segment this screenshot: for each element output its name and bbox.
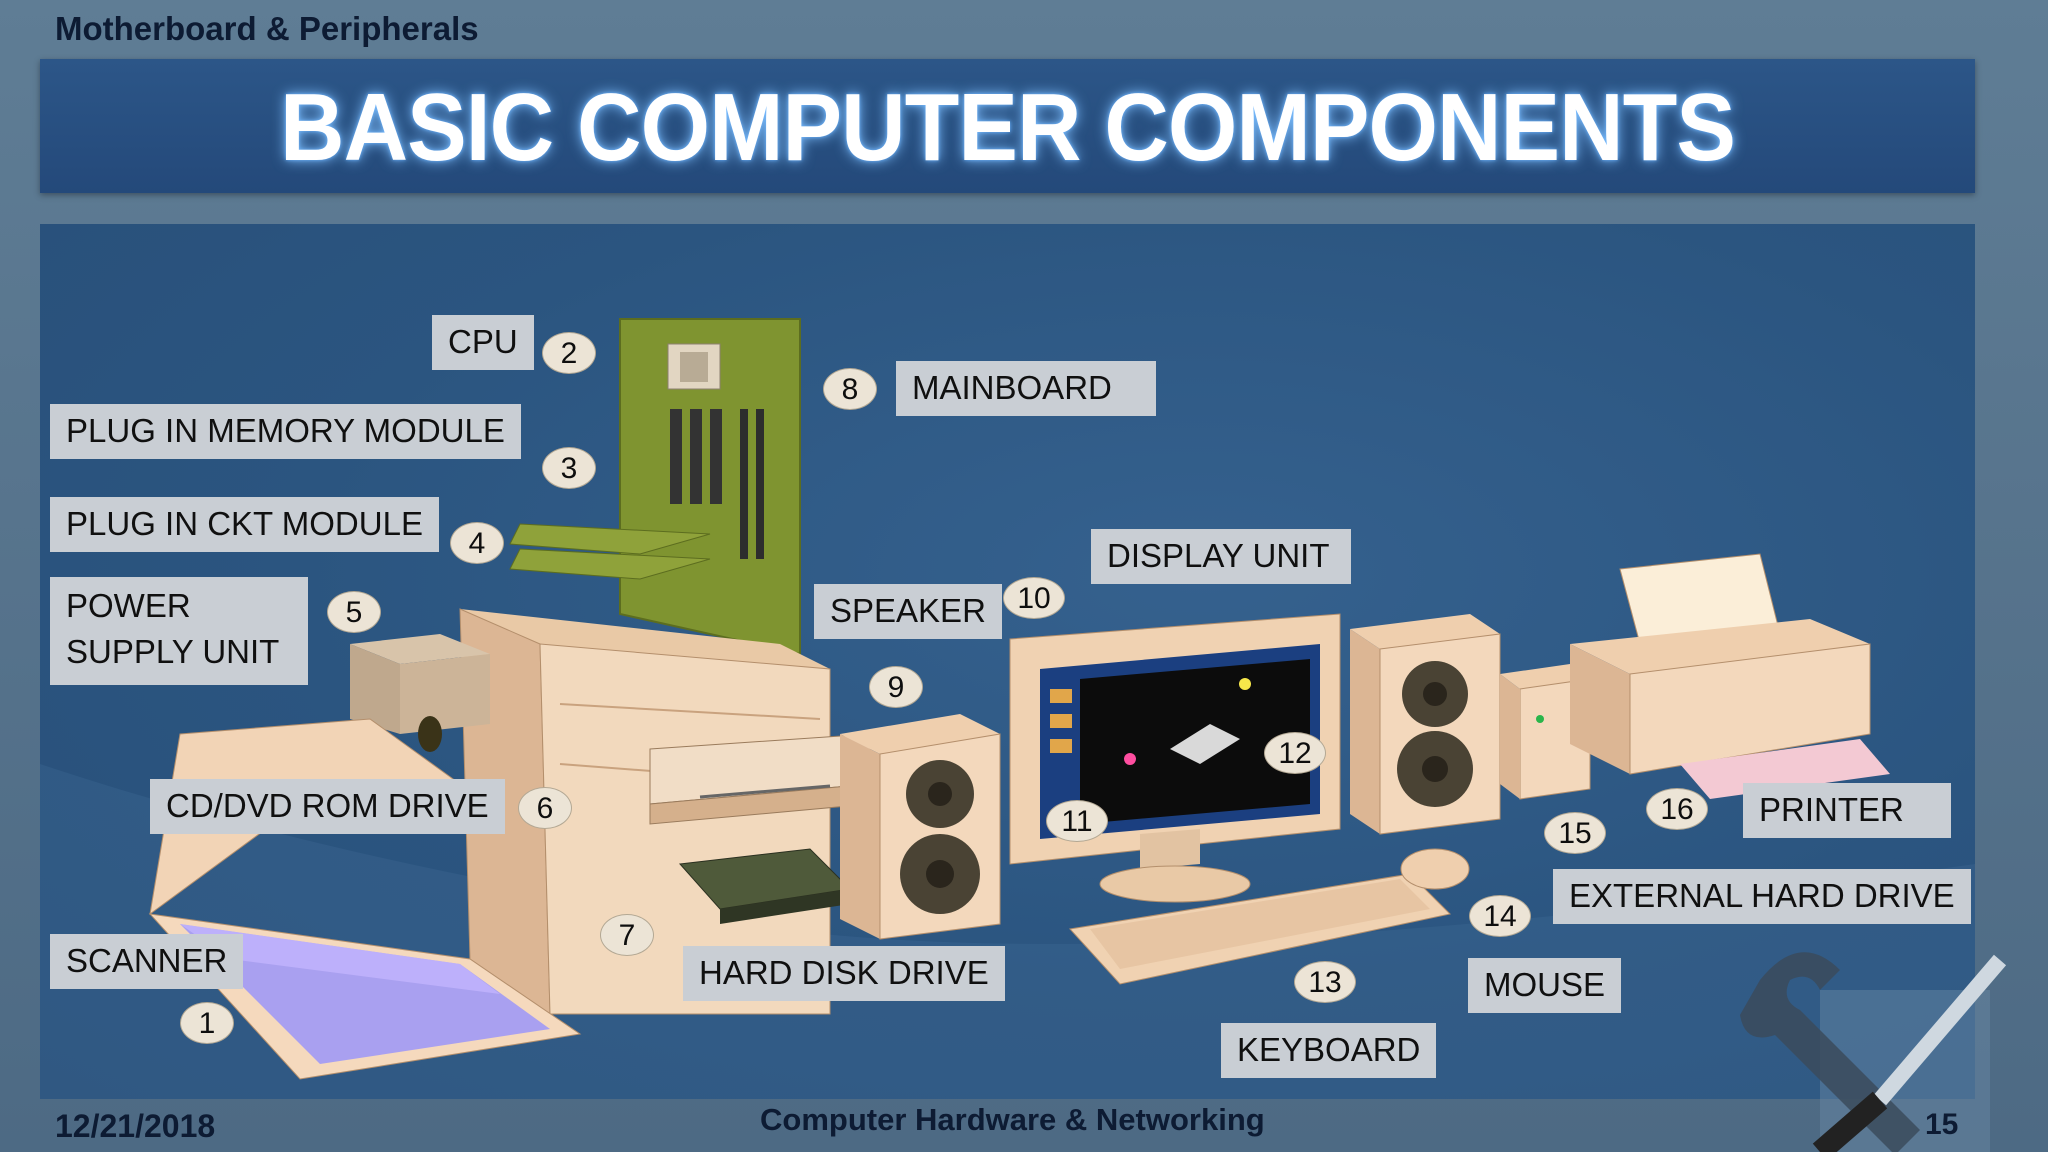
badge-7: 7 <box>600 914 654 956</box>
label-hard-disk: HARD DISK DRIVE <box>683 946 1005 1001</box>
label-cd-dvd: CD/DVD ROM DRIVE <box>150 779 505 834</box>
computer-components-illustration <box>40 318 1975 1099</box>
badge-11: 11 <box>1046 800 1108 842</box>
badge-15: 15 <box>1544 812 1606 854</box>
keyboard-illustration <box>1069 873 1452 985</box>
badge-9: 9 <box>869 666 923 708</box>
page-number: 15 <box>1925 1108 1959 1141</box>
label-mouse: MOUSE <box>1468 958 1622 1013</box>
title-banner: BASIC COMPUTER COMPONENTS <box>40 59 1975 193</box>
badge-4: 4 <box>450 522 504 564</box>
label-printer: PRINTER <box>1743 783 1951 838</box>
slide-title: BASIC COMPUTER COMPONENTS <box>280 74 1736 181</box>
label-ckt-module: PLUG IN CKT MODULE <box>50 497 439 552</box>
badge-1: 1 <box>180 1002 234 1044</box>
badge-3: 3 <box>542 447 596 489</box>
display-unit-illustration <box>1009 613 1341 903</box>
label-external-hard-drive: EXTERNAL HARD DRIVE <box>1553 869 1971 924</box>
mainboard-illustration <box>619 318 801 656</box>
badge-5: 5 <box>327 591 381 633</box>
footer-subject: Computer Hardware & Networking <box>760 1102 1265 1137</box>
label-cpu: CPU <box>432 315 534 370</box>
label-keyboard: KEYBOARD <box>1221 1023 1437 1078</box>
label-power-supply: POWER SUPPLY UNIT <box>50 577 308 685</box>
badge-14: 14 <box>1469 895 1531 937</box>
power-supply-illustration <box>350 634 490 752</box>
power-line-2: SUPPLY UNIT <box>66 632 280 670</box>
badge-8: 8 <box>823 368 877 410</box>
tools-icon <box>1740 952 2007 1152</box>
printer-illustration <box>1570 553 1890 799</box>
badge-16: 16 <box>1646 788 1708 830</box>
course-title: Motherboard & Peripherals <box>55 10 479 47</box>
badge-12: 12 <box>1264 732 1326 774</box>
badge-13: 13 <box>1294 961 1356 1003</box>
label-display-unit: DISPLAY UNIT <box>1091 529 1351 584</box>
label-speaker: SPEAKER <box>814 584 1002 639</box>
speaker-left-illustration <box>840 714 1001 940</box>
diagram-panel: CPU PLUG IN MEMORY MODULE PLUG IN CKT MO… <box>40 224 1975 1099</box>
badge-2: 2 <box>542 332 596 374</box>
power-line-1: POWER <box>66 587 191 624</box>
badge-10: 10 <box>1003 577 1065 619</box>
mouse-illustration <box>1400 848 1470 890</box>
footer-date: 12/21/2018 <box>55 1108 216 1144</box>
speaker-right-illustration <box>1350 614 1501 835</box>
label-memory-module: PLUG IN MEMORY MODULE <box>50 404 521 459</box>
label-mainboard: MAINBOARD <box>896 361 1156 416</box>
label-scanner: SCANNER <box>50 934 244 989</box>
badge-6: 6 <box>518 787 572 829</box>
